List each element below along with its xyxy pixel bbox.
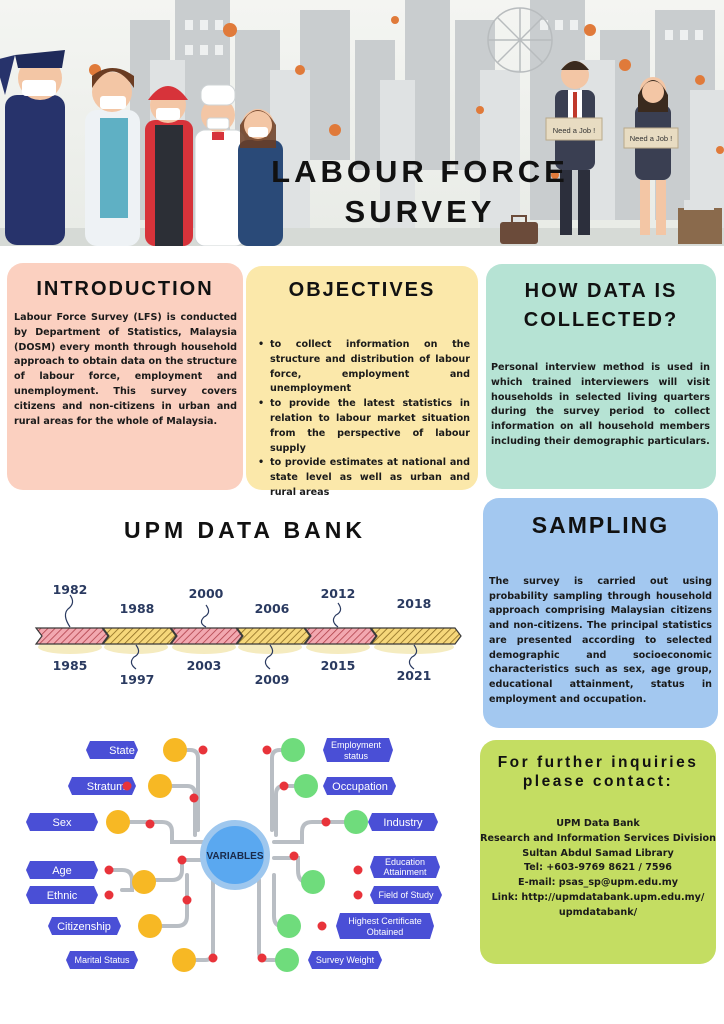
timeline-year: 1982 bbox=[53, 582, 88, 597]
timeline-segment bbox=[34, 627, 109, 645]
objectives-card: OBJECTIVES to collect information on the… bbox=[246, 266, 478, 498]
timeline-year: 2009 bbox=[255, 672, 290, 687]
variable-tag-stratum bbox=[68, 777, 136, 795]
variable-label: Attainment bbox=[383, 867, 427, 877]
timeline-year: 2003 bbox=[187, 658, 222, 673]
variable-label: Marital Status bbox=[74, 955, 130, 965]
contact-email[interactable]: E-mail: psas_sp@upm.edu.my bbox=[518, 877, 678, 889]
variable-label: State bbox=[109, 745, 135, 757]
job-seekers-illustration: Need a Job ! Need a Job ! bbox=[500, 61, 722, 244]
contact-phone: Tel: +603-9769 8621 / 7596 bbox=[524, 862, 672, 874]
heading-line-2: COLLECTED? bbox=[523, 309, 679, 331]
objectives-heading: OBJECTIVES bbox=[288, 279, 436, 301]
title-line-1: LABOUR FORCE bbox=[271, 154, 569, 189]
contact-heading: For further inquiries please contact: bbox=[480, 753, 716, 791]
sampling-card: SAMPLING The survey is carried out using… bbox=[483, 498, 718, 728]
how-data-collected-body: Personal interview method is used in whi… bbox=[491, 362, 710, 447]
introduction-card: INTRODUCTION Labour Force Survey (LFS) i… bbox=[7, 263, 243, 490]
objective-item: to collect information on the structure … bbox=[258, 338, 470, 397]
variable-label: status bbox=[344, 751, 369, 761]
sampling-heading: SAMPLING bbox=[531, 512, 670, 538]
how-data-collected-heading: HOW DATA IS COLLECTED? bbox=[486, 277, 716, 335]
variable-label: Education bbox=[385, 857, 425, 867]
contact-library: Sultan Abdul Samad Library bbox=[522, 847, 674, 859]
page-title: LABOUR FORCE SURVEY bbox=[270, 152, 570, 232]
timeline-year: 1997 bbox=[120, 672, 155, 687]
sampling-body: The survey is carried out using probabil… bbox=[489, 576, 712, 705]
timeline-year: 2000 bbox=[189, 586, 224, 601]
databank-title: UPM DATA BANK bbox=[124, 517, 366, 543]
timeline-year: 2006 bbox=[255, 601, 290, 616]
variable-label: Field of Study bbox=[378, 890, 434, 900]
timeline-segment bbox=[101, 627, 177, 645]
timeline-year: 1985 bbox=[53, 658, 88, 673]
variable-label: Highest Certificate bbox=[348, 916, 422, 926]
timeline-segment bbox=[369, 627, 462, 645]
objective-item: to provide the latest statistics in rela… bbox=[258, 397, 470, 456]
timeline-segment bbox=[303, 627, 377, 645]
variable-label: Survey Weight bbox=[316, 955, 375, 965]
right-nodes bbox=[257, 738, 368, 972]
timeline-year: 2018 bbox=[397, 596, 432, 611]
introduction-heading: INTRODUCTION bbox=[36, 278, 214, 300]
variable-tag-employment-status bbox=[323, 738, 393, 762]
variable-label: Employment bbox=[331, 740, 382, 750]
timeline-segment bbox=[235, 627, 311, 645]
variable-label: Obtained bbox=[367, 927, 404, 937]
variable-tag-occupation bbox=[323, 777, 396, 795]
how-data-collected-card: HOW DATA IS COLLECTED? Personal intervie… bbox=[486, 264, 716, 489]
variable-label: Citizenship bbox=[57, 921, 111, 933]
variable-tag-survey-weight bbox=[308, 951, 382, 969]
city-illustration: Need a Job ! Need a Job ! bbox=[0, 0, 724, 246]
objectives-list: to collect information on the structure … bbox=[246, 302, 478, 501]
left-nodes bbox=[104, 738, 218, 972]
variable-tag-education-attainment bbox=[370, 856, 440, 878]
variable-label: Industry bbox=[383, 817, 423, 829]
variable-tag-marital-status bbox=[66, 951, 138, 969]
variable-tag-industry bbox=[368, 813, 438, 831]
sign-left-text: Need a Job ! bbox=[553, 126, 596, 135]
variable-label: Stratum bbox=[87, 781, 126, 793]
sign-right-text: Need a Job ! bbox=[630, 134, 673, 143]
contact-heading-line-1: For further inquiries bbox=[497, 754, 699, 771]
timeline-year: 1988 bbox=[120, 601, 155, 616]
contact-details: UPM Data Bank Research and Information S… bbox=[480, 791, 716, 921]
timeline-year: 2015 bbox=[321, 658, 356, 673]
contact-org: UPM Data Bank bbox=[556, 818, 640, 829]
timeline-year: 2012 bbox=[321, 586, 356, 601]
contact-link-continued[interactable]: upmdatabank/ bbox=[558, 906, 638, 918]
variable-tag-state bbox=[86, 741, 138, 759]
contact-card: For further inquiries please contact: UP… bbox=[480, 740, 716, 964]
heading-line-1: HOW DATA IS bbox=[524, 280, 678, 302]
timeline-segment bbox=[169, 627, 243, 645]
variable-label: Ethnic bbox=[47, 890, 78, 902]
contact-link[interactable]: Link: http://upmdatabank.upm.edu.my/ bbox=[491, 891, 705, 903]
variable-tag-citizenship bbox=[48, 917, 121, 935]
variable-label: Occupation bbox=[332, 781, 388, 793]
variable-tag-highest-certificate bbox=[336, 913, 434, 939]
variables-center-node bbox=[200, 820, 270, 890]
variables-center-label: VARIABLES bbox=[206, 851, 263, 862]
variables-diagram: VARIABLES State Stratum Sex Age Ethnic C… bbox=[26, 738, 442, 972]
timeline-year: 2021 bbox=[397, 668, 432, 683]
title-line-2: SURVEY bbox=[344, 194, 496, 229]
contact-division: Research and Information Services Divisi… bbox=[480, 832, 716, 844]
hero-banner: Need a Job ! Need a Job ! LABOUR FORCE S… bbox=[0, 0, 724, 246]
variable-label: Sex bbox=[53, 817, 72, 829]
variable-tag-ethnic bbox=[26, 886, 98, 904]
variable-tag-sex bbox=[26, 813, 98, 831]
databank-timeline: 1982 1988 2000 2006 2012 2018 1985 1997 … bbox=[34, 582, 462, 687]
variable-label: Age bbox=[52, 865, 72, 877]
workers-illustration bbox=[0, 50, 283, 246]
variable-tag-age bbox=[26, 861, 98, 879]
objective-item: to provide estimates at national and sta… bbox=[258, 456, 470, 500]
introduction-body: Labour Force Survey (LFS) is conducted b… bbox=[14, 312, 237, 427]
variable-tag-field-of-study bbox=[370, 886, 442, 904]
contact-heading-line-2: please contact: bbox=[522, 773, 674, 790]
